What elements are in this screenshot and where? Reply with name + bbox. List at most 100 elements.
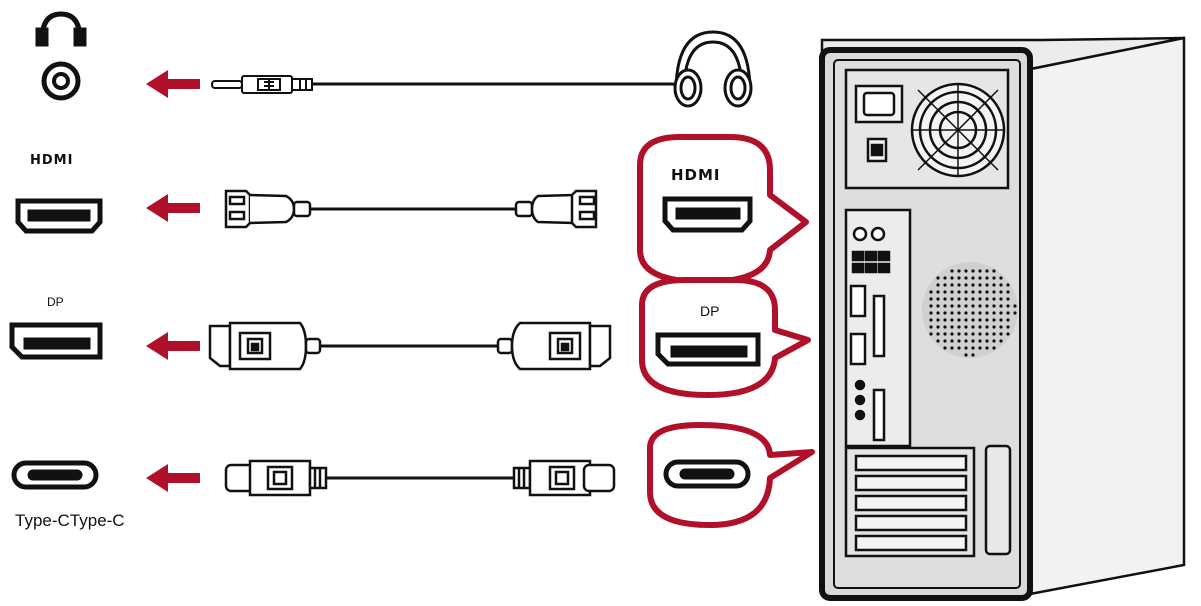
vent-hole: [950, 269, 954, 273]
bubble-dp-label: DP: [700, 303, 719, 319]
vent-hole: [964, 318, 968, 322]
vent-hole: [950, 332, 954, 336]
vent-hole: [978, 276, 982, 280]
vent-hole: [929, 311, 933, 315]
vent-hole: [943, 297, 947, 301]
vent-hole: [943, 339, 947, 343]
vent-hole: [999, 283, 1003, 287]
vent-hole: [992, 311, 996, 315]
vent-hole: [957, 346, 961, 350]
vent-hole: [971, 353, 975, 357]
dp-callout-bubble: DP: [639, 277, 811, 398]
vent-hole: [971, 269, 975, 273]
vent-hole: [978, 297, 982, 301]
vent-hole: [985, 290, 989, 294]
dp-label: DP: [47, 295, 64, 309]
vent-hole: [1006, 304, 1010, 308]
vent-hole: [957, 297, 961, 301]
vent-hole: [985, 339, 989, 343]
vent-hole: [936, 304, 940, 308]
vent-hole: [943, 304, 947, 308]
vent-hole: [964, 353, 968, 357]
vent-hole: [943, 276, 947, 280]
vent-hole: [929, 325, 933, 329]
vent-hole: [999, 325, 1003, 329]
vent-hole: [936, 318, 940, 322]
vent-hole: [985, 276, 989, 280]
vent-hole: [999, 290, 1003, 294]
vent-hole: [985, 269, 989, 273]
vent-hole: [950, 276, 954, 280]
vent-hole: [992, 276, 996, 280]
vent-hole: [964, 332, 968, 336]
bubble-displayport-port-icon: [655, 332, 761, 367]
vent-hole: [985, 311, 989, 315]
vent-hole: [992, 339, 996, 343]
vent-hole: [936, 276, 940, 280]
vent-hole: [1006, 325, 1010, 329]
vent-hole: [985, 325, 989, 329]
computer-tower-icon: [819, 36, 1186, 601]
vent-hole: [943, 325, 947, 329]
vent-hole: [985, 318, 989, 322]
vent-hole: [992, 290, 996, 294]
vent-hole: [943, 283, 947, 287]
displayport-port-icon: [9, 322, 103, 360]
vent-hole: [964, 325, 968, 329]
vent-hole: [992, 332, 996, 336]
vent-hole: [992, 346, 996, 350]
vent-hole: [943, 311, 947, 315]
vent-hole: [929, 318, 933, 322]
vent-hole: [957, 290, 961, 294]
vent-hole: [950, 311, 954, 315]
vent-hole: [971, 346, 975, 350]
vent-hole: [992, 318, 996, 322]
hdmi-callout-bubble: HDMI: [637, 134, 809, 285]
usb-c-port-icon: [11, 460, 99, 490]
vent-hole: [964, 346, 968, 350]
vent-hole: [1006, 283, 1010, 287]
vent-hole: [936, 290, 940, 294]
vent-hole: [950, 297, 954, 301]
vent-hole: [936, 297, 940, 301]
vent-hole: [978, 283, 982, 287]
vent-hole: [978, 290, 982, 294]
hdmi-port-icon: [15, 198, 103, 234]
vent-hole: [971, 318, 975, 322]
vent-hole: [992, 283, 996, 287]
vent-hole: [964, 311, 968, 315]
vent-hole: [929, 332, 933, 336]
vent-hole: [1006, 290, 1010, 294]
vent-hole: [1013, 311, 1017, 315]
vent-hole: [978, 346, 982, 350]
vent-hole: [978, 339, 982, 343]
vent-hole: [957, 332, 961, 336]
headset-icon: [673, 30, 753, 108]
vent-hole: [985, 346, 989, 350]
vent-hole: [936, 332, 940, 336]
vent-hole: [992, 325, 996, 329]
headphone-icon: [35, 11, 87, 47]
bubble-usb-c-port-icon: [663, 459, 751, 489]
vent-hole: [999, 311, 1003, 315]
vent-hole: [957, 339, 961, 343]
typec-callout-bubble: [647, 422, 815, 528]
vent-hole: [971, 332, 975, 336]
usb-c-cable: [224, 459, 616, 497]
vent-hole: [999, 318, 1003, 322]
vent-hole: [999, 297, 1003, 301]
vent-hole: [971, 311, 975, 315]
arrow-left-typec: [146, 464, 200, 492]
vent-hole: [936, 339, 940, 343]
audio-cable: [211, 75, 682, 94]
vent-hole: [985, 332, 989, 336]
vent-hole: [985, 283, 989, 287]
vent-hole: [971, 276, 975, 280]
vent-hole: [957, 318, 961, 322]
vent-hole: [950, 346, 954, 350]
vent-hole: [978, 311, 982, 315]
vent-hole: [964, 290, 968, 294]
vent-hole: [964, 269, 968, 273]
arrow-left-audio: [146, 70, 200, 98]
